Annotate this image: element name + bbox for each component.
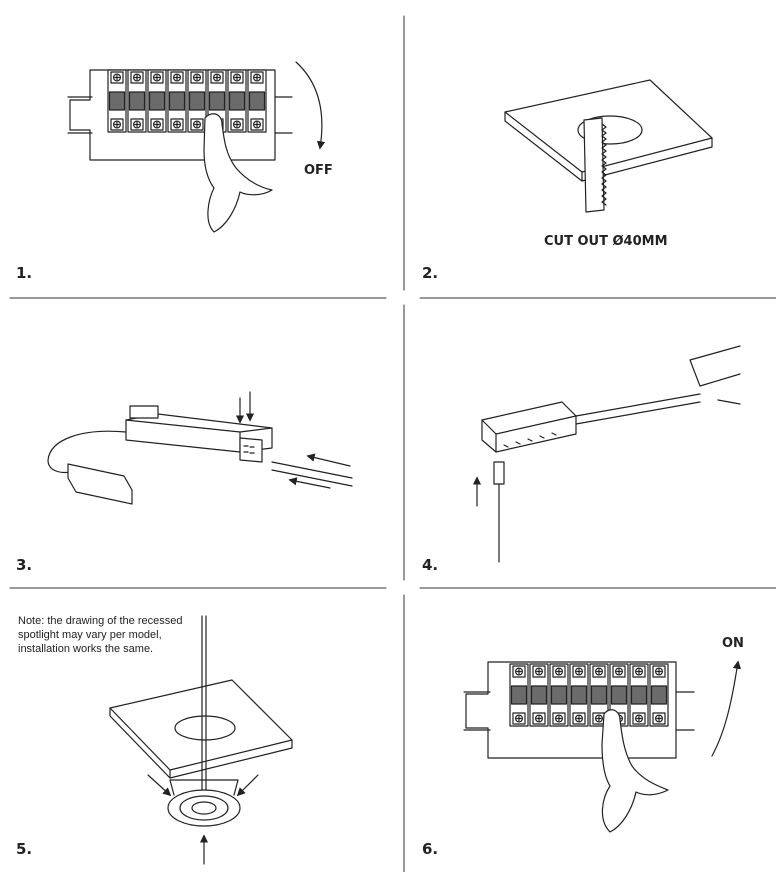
step6-hand [601,709,669,833]
step-2-number: 2. [422,264,439,282]
step1-breaker-panel [67,69,293,161]
step3-connector [67,463,133,505]
step2-saw-blade [583,117,605,213]
step1-off-arrow [295,61,326,150]
step3-cable [47,430,127,474]
step2-ceiling-board [504,79,713,182]
step6-breaker-panel [463,661,695,759]
step1-hand [203,113,273,233]
step-6-label: ON [722,636,744,651]
step4-ceiling [689,345,741,405]
step-2-label: CUT OUT Ø40MM [544,234,668,249]
step3-driver [125,405,273,463]
step4-cable [575,393,701,425]
step4-junction-box [481,401,577,453]
step-1-number: 1. [16,264,33,282]
step-5-number: 5. [16,840,33,858]
step-1-label: OFF [304,163,333,178]
step2-saw-teeth [601,123,607,206]
step-3-number: 3. [16,556,33,574]
step5-ceiling-board [109,679,293,779]
step-5-note: Note: the drawing of the recessed spotli… [18,615,183,655]
step6-on-arrow [711,660,742,757]
step-4-number: 4. [422,556,439,574]
step5-spotlight [167,779,241,827]
step-6-number: 6. [422,840,439,858]
grid-lines [9,15,776,872]
